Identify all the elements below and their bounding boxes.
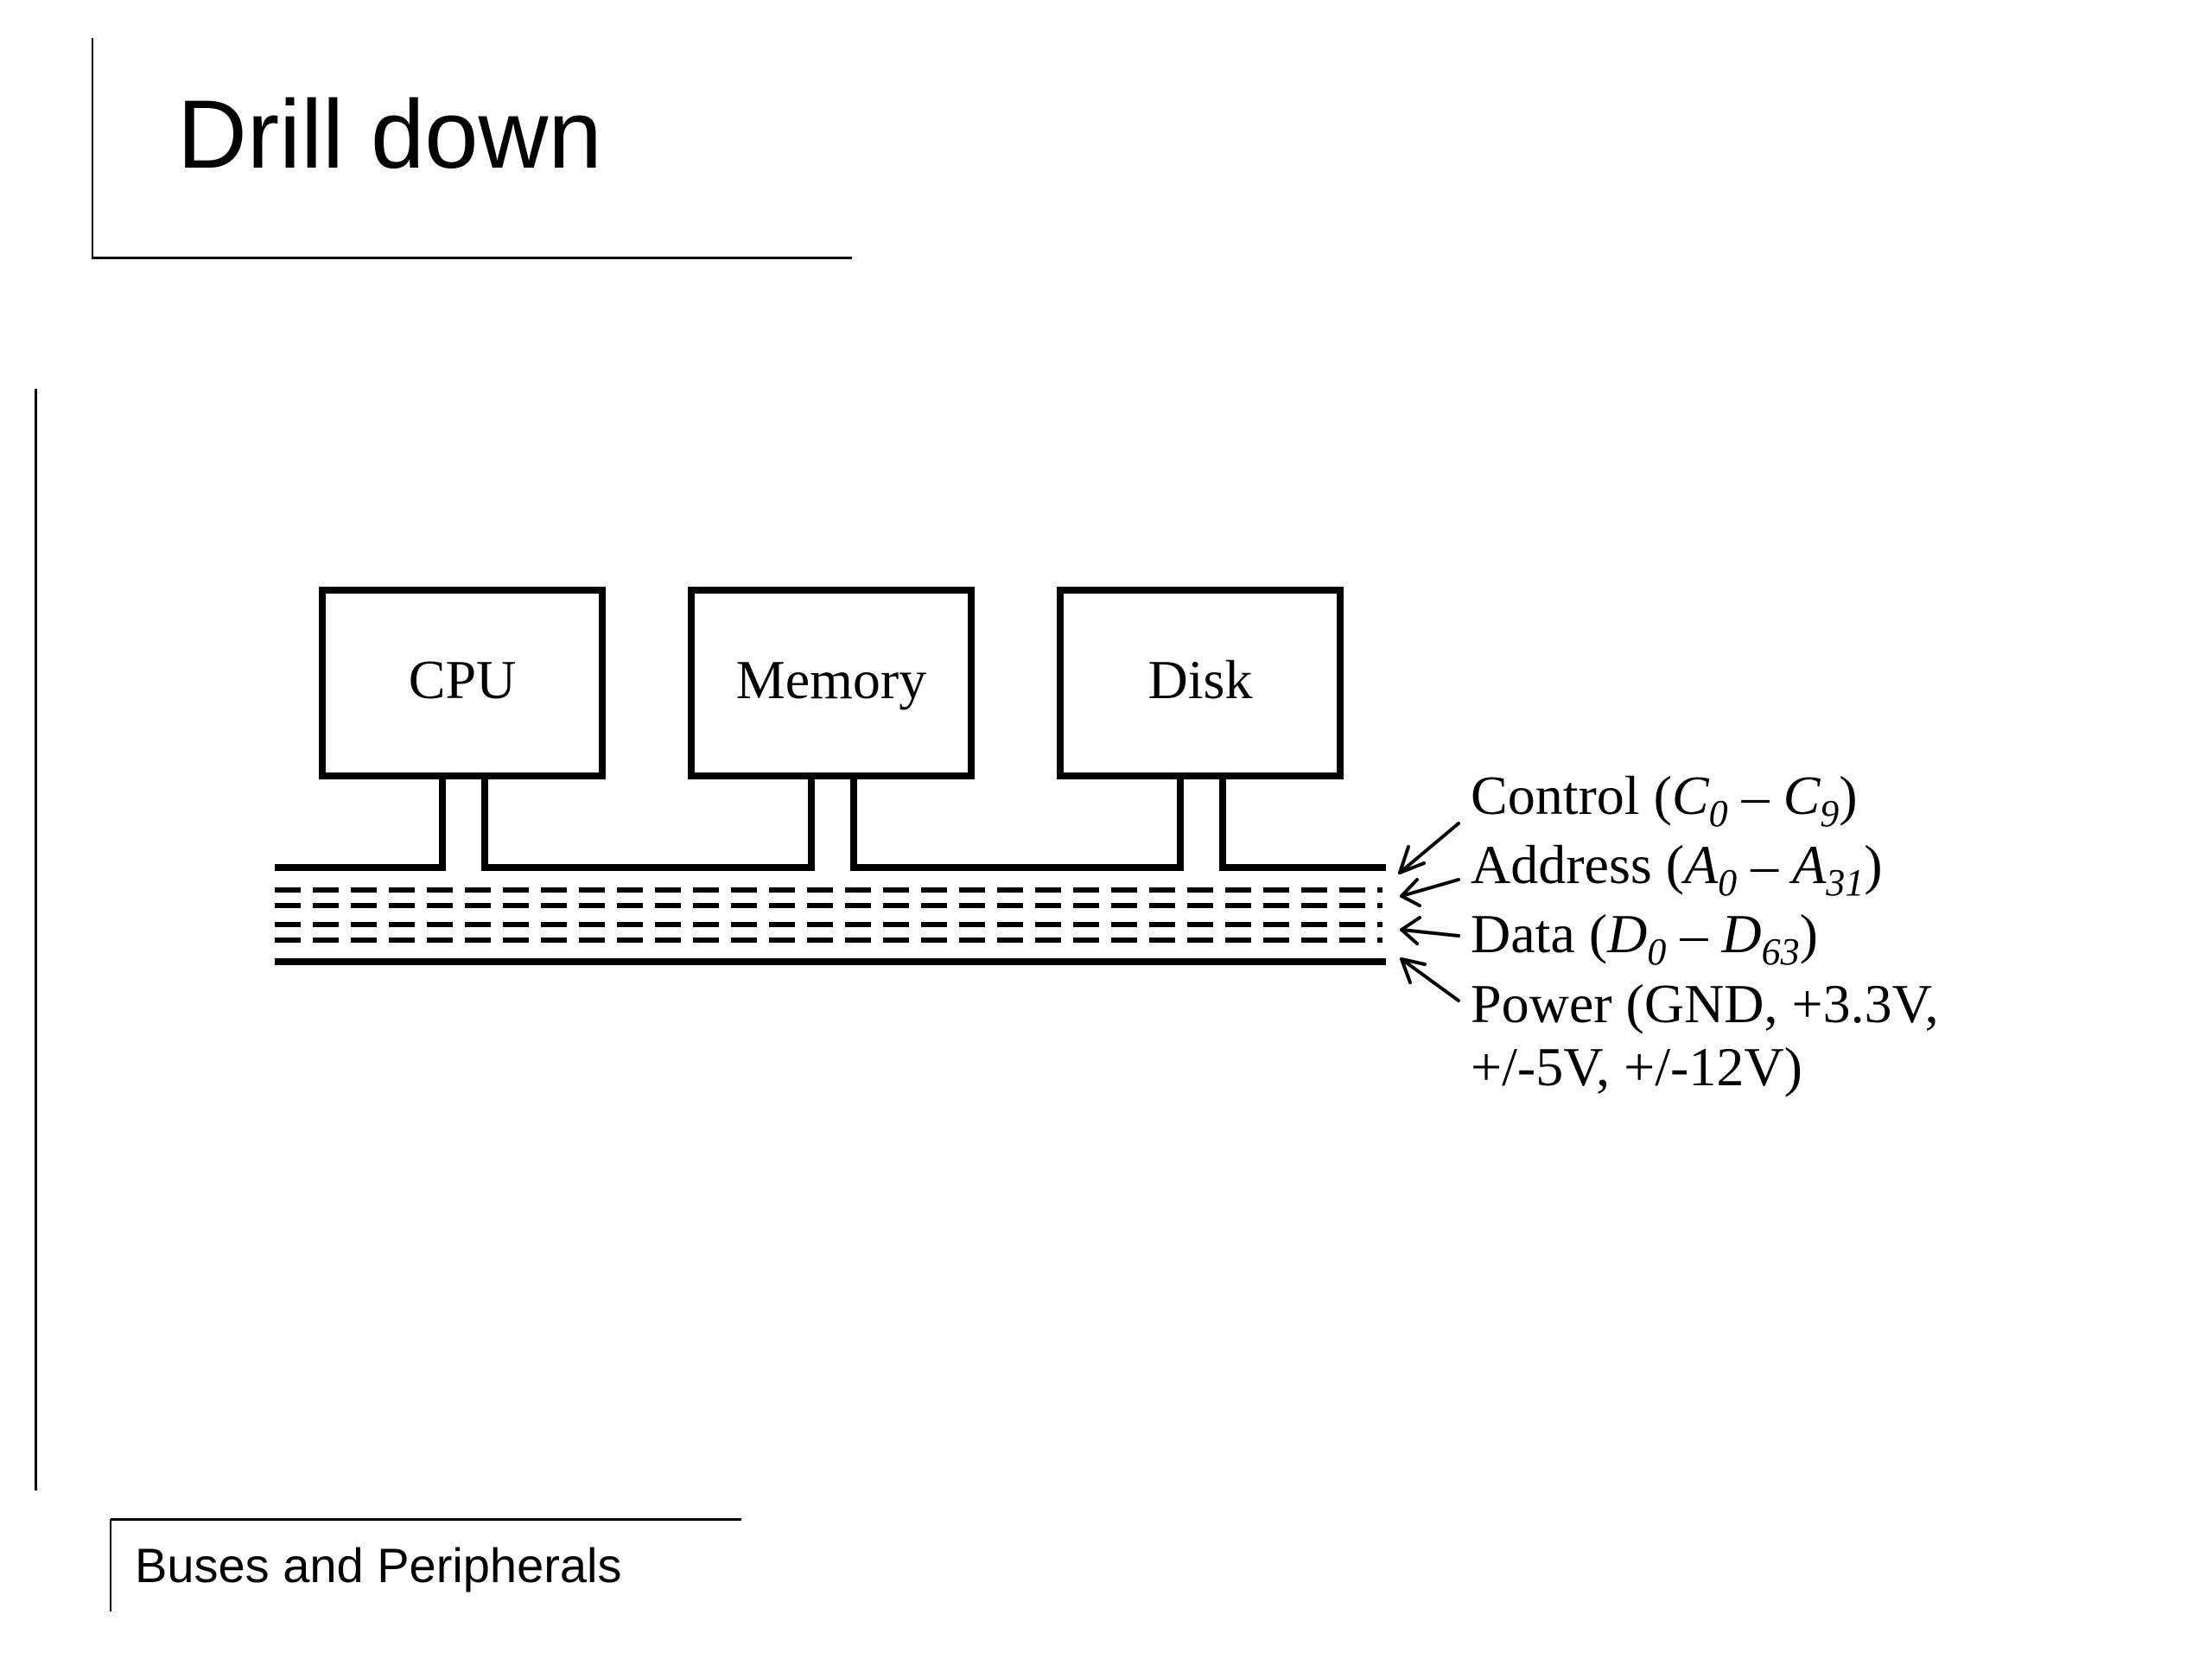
data-label: Data (D0 – D63) bbox=[1471, 903, 1818, 973]
footer-label: Buses and Peripherals bbox=[135, 1538, 622, 1592]
control-label: Control (C0 – C9) bbox=[1471, 765, 1858, 835]
title-frame-horizontal-rule bbox=[92, 257, 852, 259]
address-label: Address (A0 – A31) bbox=[1471, 834, 1883, 904]
address-arrow bbox=[1400, 878, 1460, 907]
title-frame-vertical-rule bbox=[92, 38, 93, 257]
memory-label: Memory bbox=[736, 649, 926, 710]
data-arrow bbox=[1400, 916, 1460, 945]
footer-horizontal-rule bbox=[111, 1518, 741, 1521]
power-label-line1: Power (GND, +3.3V, bbox=[1471, 973, 1939, 1034]
dashed-bus-lines bbox=[275, 887, 1382, 943]
disk-box: Disk bbox=[1057, 587, 1344, 779]
slide-title: Drill down bbox=[177, 80, 602, 188]
label-arrows bbox=[1398, 822, 1460, 1002]
cpu-label: CPU bbox=[409, 649, 517, 710]
cpu-box: CPU bbox=[319, 587, 606, 779]
power-label-line2: +/-5V, +/-12V) bbox=[1471, 1036, 1802, 1097]
memory-box: Memory bbox=[688, 587, 975, 779]
disk-label: Disk bbox=[1148, 649, 1253, 710]
content-vertical-rule bbox=[35, 389, 37, 1491]
control-arrow bbox=[1398, 822, 1460, 874]
control-line bbox=[275, 776, 1386, 871]
footer-vertical-rule bbox=[110, 1519, 111, 1611]
power-arrow bbox=[1400, 957, 1460, 1002]
